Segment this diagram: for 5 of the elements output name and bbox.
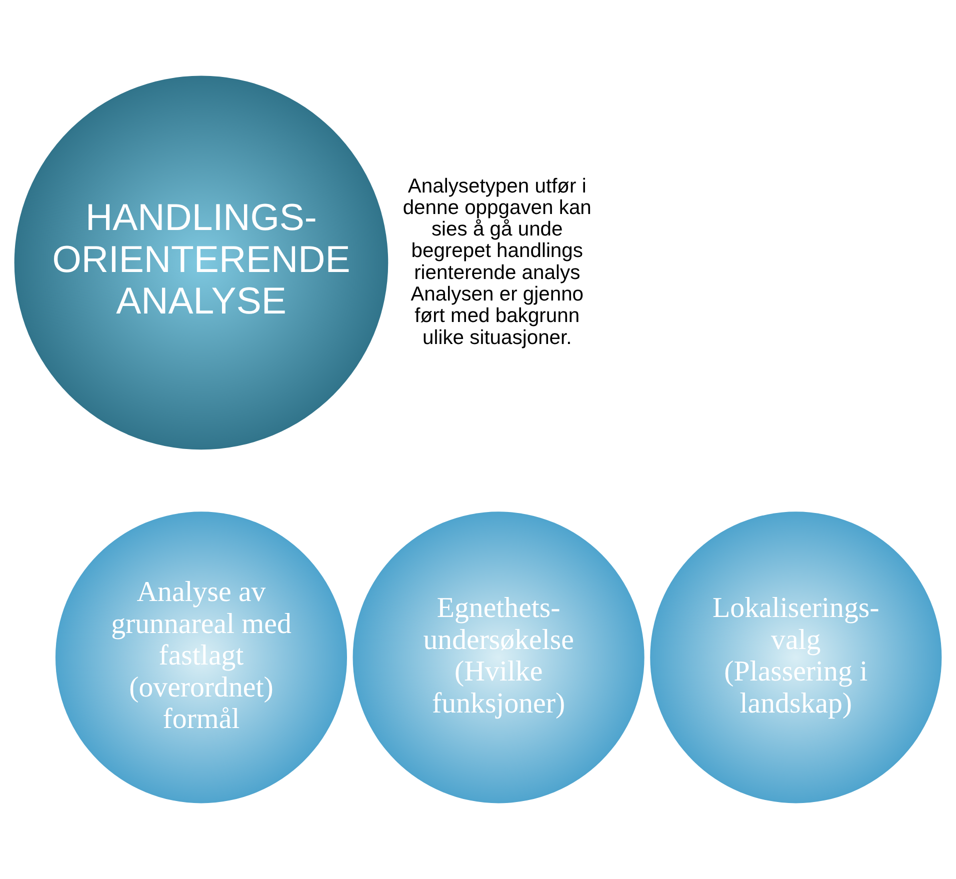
node-circle: Egnethets- undersøkelse (Hvilke funksjoner) [352, 512, 644, 804]
node-circle: Analyse av grunnareal med fastlagt (overordnet) formål [55, 512, 348, 804]
label: Analysetypen utfør i denne oppgaven kan sies å gå unde begrepet handlings rienterende analys Analysen er gjenno ført med bakgrunn ulike situasjoner. [402, 175, 592, 349]
node-circle: HANDLINGS- ORIENTERENDE ANALYSE [14, 76, 388, 450]
node-circle: Lokaliserings- valg (Plassering i landskap) [650, 512, 942, 804]
